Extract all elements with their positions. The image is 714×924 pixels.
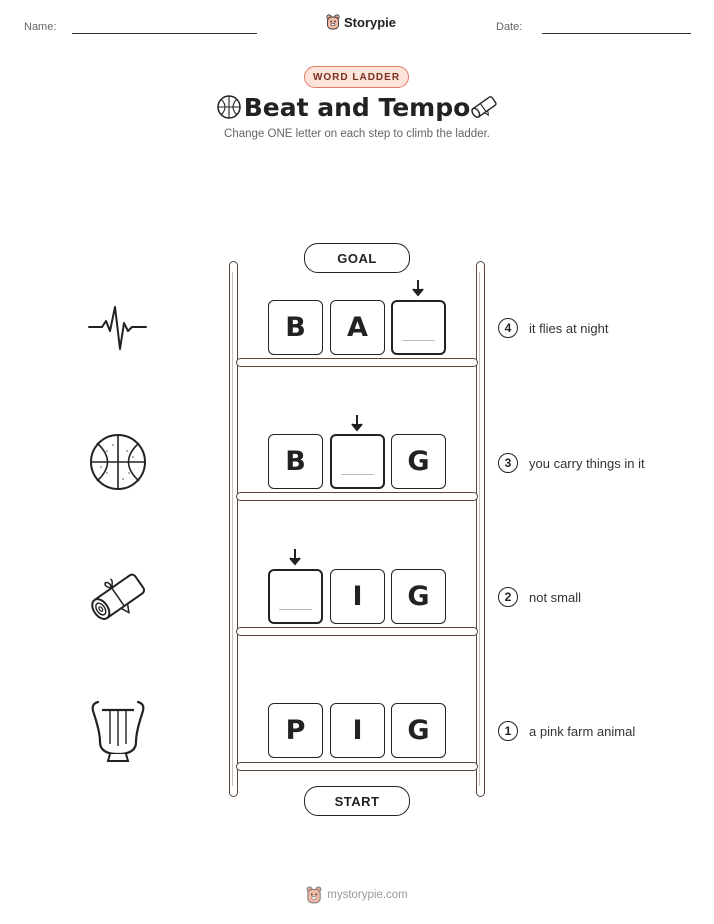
basketball-icon [90, 434, 146, 490]
name-field[interactable] [72, 33, 257, 34]
ladder-rung [236, 762, 478, 771]
scroll-icon [91, 573, 146, 620]
heartbeat-icon [88, 306, 147, 350]
ladder-rung [236, 492, 478, 501]
ladder-left-rail [229, 261, 238, 797]
step-clue: a pink farm animal [529, 724, 636, 739]
lyre-icon [91, 700, 145, 762]
goal-label: GOAL [304, 243, 410, 273]
letter-tile: G [391, 434, 446, 489]
step-clue: it flies at night [529, 321, 609, 336]
letter-tile: G [391, 569, 446, 624]
footer-site: mystorypie.com [327, 889, 408, 901]
blank-letter-tile[interactable] [391, 300, 446, 355]
name-label: Name: [24, 21, 57, 33]
arrow-down-icon [351, 415, 363, 432]
page-title: Beat and Tempo [243, 93, 471, 122]
start-label: START [304, 786, 410, 816]
arrow-down-icon [412, 280, 424, 297]
step-number: 4 [498, 318, 518, 338]
scroll-icon [471, 96, 497, 118]
blank-letter-tile[interactable] [268, 569, 323, 624]
ladder-right-rail [476, 261, 485, 797]
letter-tile: B [268, 434, 323, 489]
step-number: 2 [498, 587, 518, 607]
letter-tile: G [391, 703, 446, 758]
letter-tile: I [330, 703, 385, 758]
instructions: Change ONE letter on each step to climb … [224, 128, 490, 140]
ladder-rung [236, 358, 478, 367]
brand-name: Storypie [344, 14, 397, 30]
worksheet-type-badge: WORD LADDER [304, 66, 409, 88]
blank-letter-tile[interactable] [330, 434, 385, 489]
arrow-down-icon [289, 549, 301, 566]
bear-mascot-icon [306, 886, 322, 904]
brand-logo: Storypie [326, 14, 396, 30]
date-label: Date: [496, 21, 523, 33]
bear-mascot-icon [326, 14, 340, 30]
step-number: 1 [498, 721, 518, 741]
letter-tile: B [268, 300, 323, 355]
date-field[interactable] [542, 33, 691, 34]
letter-tile: P [268, 703, 323, 758]
step-number: 3 [498, 453, 518, 473]
basketball-icon [217, 95, 241, 119]
footer: mystorypie.com [0, 886, 714, 904]
step-clue: you carry things in it [529, 456, 645, 471]
step-clue: not small [529, 590, 582, 605]
letter-tile: A [330, 300, 385, 355]
ladder-rung [236, 627, 478, 636]
letter-tile: I [330, 569, 385, 624]
